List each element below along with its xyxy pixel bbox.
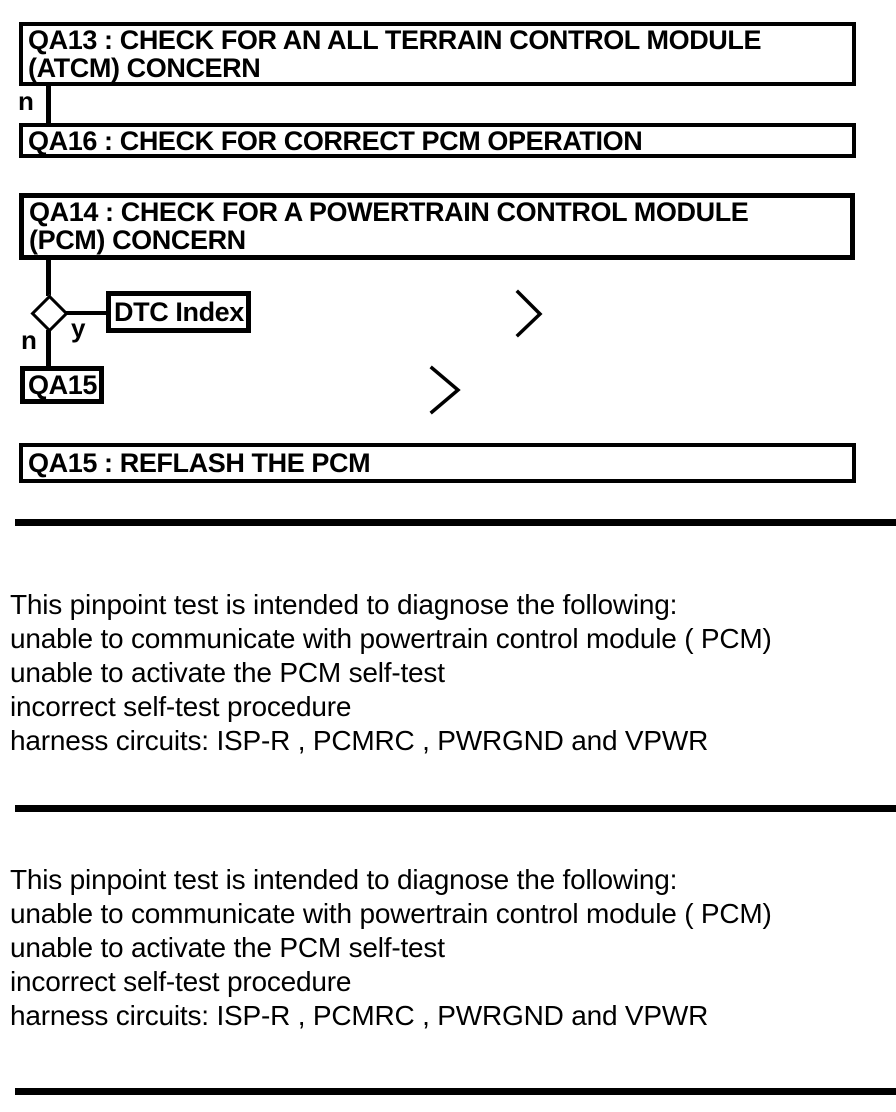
connector-qa14-to-decision [46, 260, 51, 296]
dtc-index-label: DTC Index [114, 297, 244, 327]
chevron-right-icon[interactable] [420, 358, 475, 423]
step-box-qa13[interactable]: QA13 : CHECK FOR AN ALL TERRAIN CONTROL … [19, 22, 856, 86]
step-box-qa13-line2: (ATCM) CONCERN [28, 53, 261, 83]
connector-decision-to-dtc-index [66, 311, 107, 315]
qa13-branch-n-label: n [18, 86, 34, 116]
step-box-qa13-line1: QA13 : CHECK FOR AN ALL TERRAIN CONTROL … [28, 25, 762, 55]
step-box-qa15[interactable]: QA15 : REFLASH THE PCM [19, 443, 856, 483]
section-divider [15, 1088, 896, 1095]
step-box-qa14-line1: QA14 : CHECK FOR A POWERTRAIN CONTROL MO… [29, 197, 749, 227]
step-box-qa14[interactable]: QA14 : CHECK FOR A POWERTRAIN CONTROL MO… [19, 193, 855, 260]
note-line: harness circuits: ISP-R , PCMRC , PWRGND… [10, 725, 709, 756]
note-line: incorrect self-test procedure [10, 966, 352, 997]
qa15-link[interactable]: QA15 [20, 366, 104, 404]
section-divider [15, 805, 896, 812]
decision-yes-label: y [71, 313, 86, 343]
qa15-link-label: QA15 [28, 370, 97, 400]
note-line: unable to communicate with powertrain co… [10, 623, 772, 654]
connector-qa13-to-qa16 [46, 86, 51, 123]
chevron-right-icon[interactable] [505, 282, 560, 347]
note-line: unable to activate the PCM self-test [10, 657, 445, 688]
pinpoint-note-first: This pinpoint test is intended to diagno… [10, 588, 880, 758]
note-line: unable to communicate with powertrain co… [10, 898, 772, 929]
note-line: unable to activate the PCM self-test [10, 932, 445, 963]
decision-no-label: n [21, 325, 37, 355]
connector-decision-to-qa15 [46, 330, 51, 366]
step-box-qa14-line2: (PCM) CONCERN [29, 225, 246, 255]
step-box-qa16[interactable]: QA16 : CHECK FOR CORRECT PCM OPERATION [19, 123, 856, 158]
pinpoint-note-second: This pinpoint test is intended to diagno… [10, 863, 880, 1033]
section-divider [15, 519, 896, 526]
note-line: harness circuits: ISP-R , PCMRC , PWRGND… [10, 1000, 709, 1031]
step-box-qa16-title: QA16 : CHECK FOR CORRECT PCM OPERATION [28, 125, 643, 156]
note-line: incorrect self-test procedure [10, 691, 352, 722]
note-line: This pinpoint test is intended to diagno… [10, 589, 678, 620]
step-box-qa15-title: QA15 : REFLASH THE PCM [28, 448, 371, 478]
dtc-index-link[interactable]: DTC Index [106, 291, 251, 333]
note-line: This pinpoint test is intended to diagno… [10, 864, 678, 895]
